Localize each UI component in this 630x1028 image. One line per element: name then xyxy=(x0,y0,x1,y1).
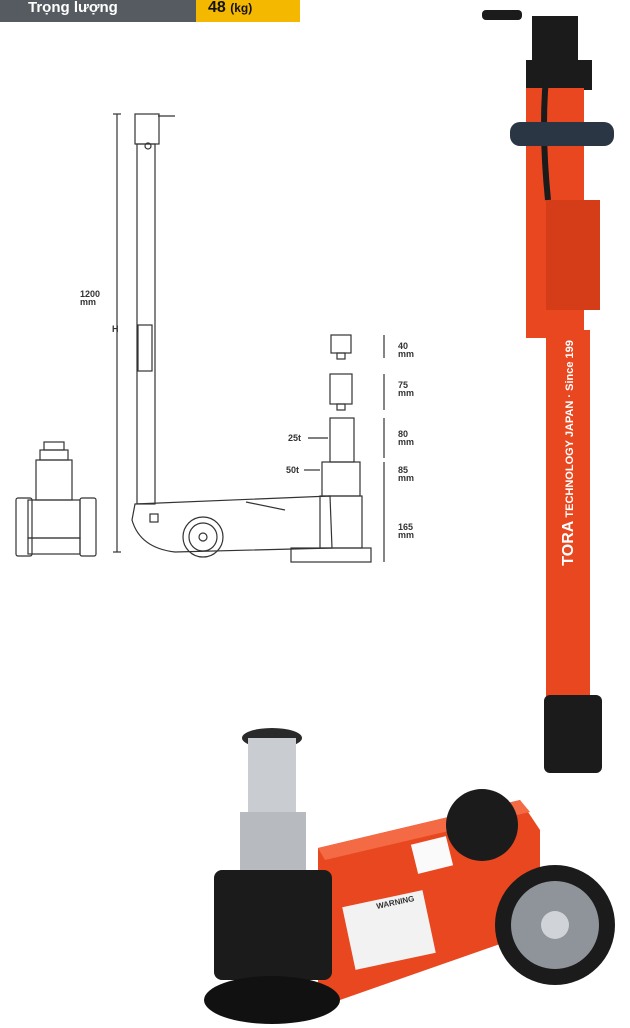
front-view-drawing xyxy=(15,441,97,557)
dim-75: 75 mm xyxy=(398,380,415,398)
dim-total-height: 1200 mm xyxy=(80,289,101,307)
dim-total-value: 1200 xyxy=(80,289,101,299)
dim-165-unit: mm xyxy=(398,530,415,540)
dim-165-value: 165 xyxy=(398,522,414,532)
jack-product-illustration xyxy=(204,10,615,1024)
dim-total-unit: mm xyxy=(80,297,97,307)
brand-tagline: TECHNOLOGY JAPAN · Since 1994 xyxy=(564,340,576,518)
side-view-drawing xyxy=(131,113,372,563)
spec-bar: Trọng lượng 48 (kg) xyxy=(0,0,300,22)
spec-value-number: 48 xyxy=(208,0,226,16)
dimension-lines xyxy=(113,113,385,562)
dim-80-unit: mm xyxy=(398,437,415,447)
dim-40-unit: mm xyxy=(398,349,415,359)
brand-name: TORA xyxy=(560,520,577,566)
dim-85: 85 mm xyxy=(398,465,415,483)
spec-value-unit: (kg) xyxy=(230,1,253,15)
stage-25t-label: 25t xyxy=(288,433,302,443)
dim-80-value: 80 xyxy=(398,429,409,439)
dim-40: 40 mm xyxy=(398,341,415,359)
dim-40-value: 40 xyxy=(398,341,409,351)
spec-label: Trọng lượng xyxy=(0,0,196,22)
dim-85-unit: mm xyxy=(398,473,415,483)
dim-75-unit: mm xyxy=(398,388,415,398)
brand-strip: TORA TECHNOLOGY JAPAN · Since 1994 xyxy=(554,340,584,640)
height-symbol: H xyxy=(112,324,119,334)
spec-value: 48 (kg) xyxy=(196,0,300,22)
dim-85-value: 85 xyxy=(398,465,409,475)
dim-165: 165 mm xyxy=(398,522,415,540)
dim-75-value: 75 xyxy=(398,380,409,390)
brand-text: TORA TECHNOLOGY JAPAN · Since 1994 xyxy=(560,340,578,634)
stage-50t-label: 50t xyxy=(286,465,300,475)
dim-80: 80 mm xyxy=(398,429,415,447)
